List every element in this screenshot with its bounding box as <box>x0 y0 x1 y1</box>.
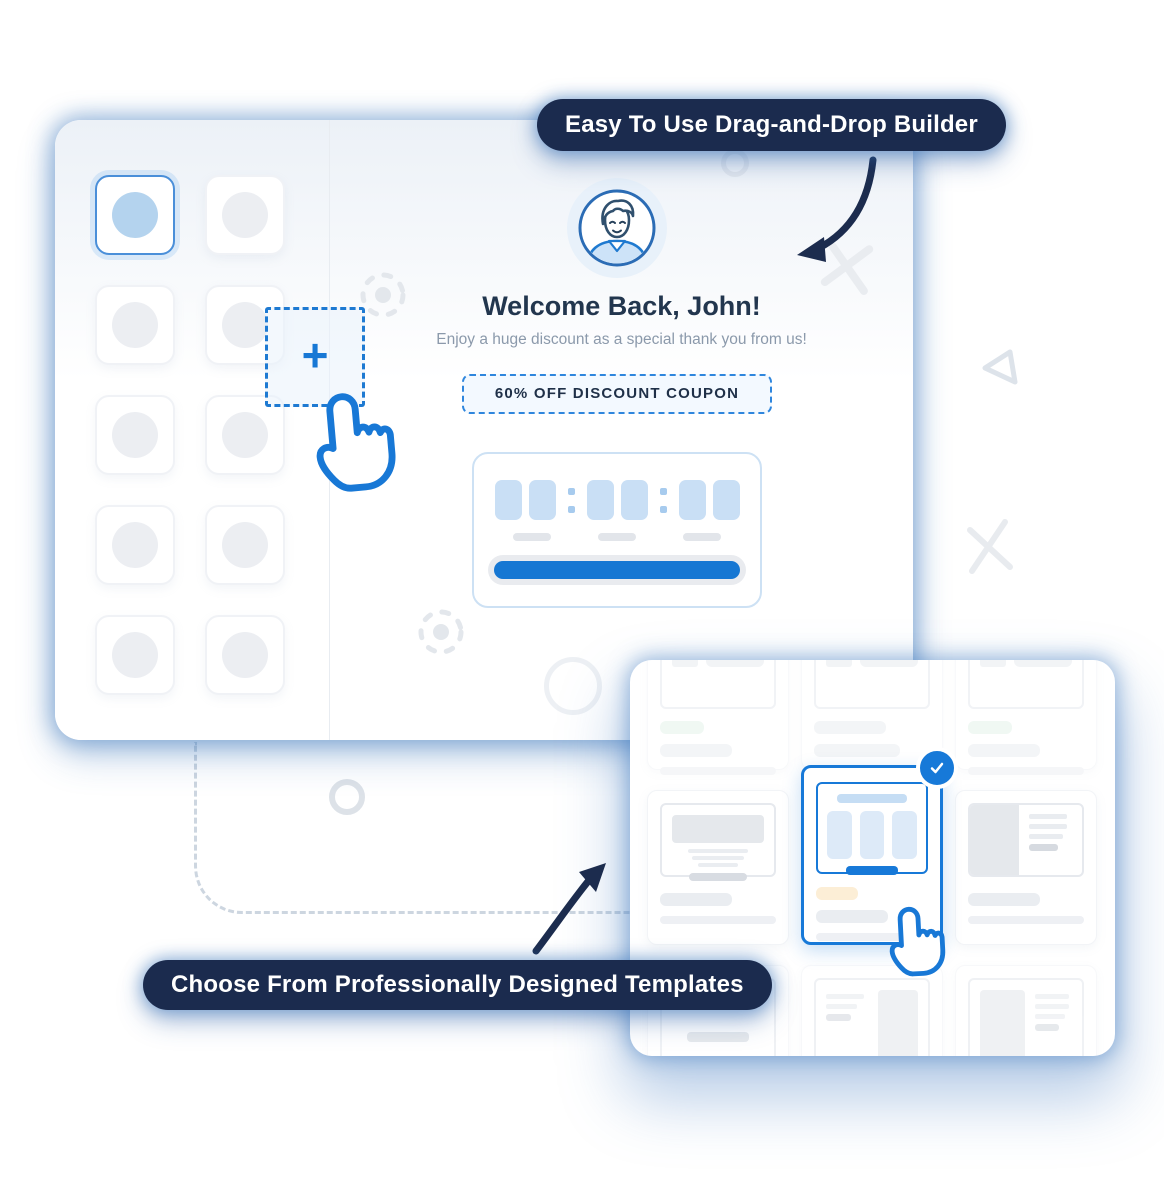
digit-box <box>528 480 556 520</box>
countdown-widget <box>472 452 762 608</box>
sunburst-decoration-icon <box>418 609 464 655</box>
circle-decoration <box>329 779 365 815</box>
builder-window <box>55 120 913 740</box>
layout-thumbnail-active[interactable] <box>95 175 175 255</box>
x-decoration-icon <box>820 242 874 295</box>
callout-builder: Easy To Use Drag-and-Drop Builder <box>537 99 1006 151</box>
welcome-name: John <box>687 291 752 321</box>
digit-box <box>620 480 648 520</box>
add-block-dropzone[interactable]: + <box>265 307 365 407</box>
arrow-up-right-icon <box>532 863 606 955</box>
progress-bar <box>494 561 740 579</box>
circle-decoration <box>544 657 602 715</box>
welcome-heading: Welcome Back, John! <box>330 291 913 322</box>
template-card[interactable] <box>955 660 1097 775</box>
thumbnail-dot <box>112 302 158 348</box>
avatar-person-icon <box>577 188 657 268</box>
callout-templates: Choose From Professionally Designed Temp… <box>143 960 772 1010</box>
template-card[interactable] <box>647 790 789 945</box>
template-card[interactable] <box>647 660 789 775</box>
progress-track <box>488 555 746 585</box>
digit-box <box>494 480 522 520</box>
builder-sidebar <box>55 120 330 740</box>
triangle-decoration-icon <box>982 349 1018 385</box>
countdown-digits <box>474 480 760 520</box>
thumbnail-dot <box>222 302 268 348</box>
welcome-suffix: ! <box>751 291 761 321</box>
plus-icon: + <box>301 328 329 381</box>
layout-thumbnail-grid <box>55 120 329 695</box>
check-icon <box>930 762 944 774</box>
layout-thumbnail[interactable] <box>95 395 175 475</box>
welcome-subtitle: Enjoy a huge discount as a special thank… <box>436 331 807 348</box>
digit-box <box>712 480 740 520</box>
template-card[interactable] <box>801 965 943 1056</box>
layout-thumbnail[interactable] <box>95 505 175 585</box>
arrow-down-left-icon <box>797 156 877 262</box>
thumbnail-dot <box>222 412 268 458</box>
thumbnail-dot <box>112 412 158 458</box>
cursor-hand-icon <box>882 899 948 980</box>
x-decoration-icon <box>967 519 1013 574</box>
circle-decoration <box>721 149 749 177</box>
thumbnail-dot <box>222 192 268 238</box>
template-card[interactable] <box>955 790 1097 945</box>
welcome-prefix: Welcome Back, <box>482 291 688 321</box>
colon-separator <box>567 487 575 513</box>
thumbnail-dot <box>222 632 268 678</box>
selected-check-badge <box>916 747 958 789</box>
template-card[interactable] <box>955 965 1097 1056</box>
thumbnail-dot <box>222 522 268 568</box>
avatar <box>567 178 667 278</box>
layout-thumbnail[interactable] <box>205 395 285 475</box>
thumbnail-dot <box>112 632 158 678</box>
countdown-unit-labels <box>474 533 760 541</box>
sunburst-decoration-icon <box>360 272 406 318</box>
thumbnail-dot <box>112 522 158 568</box>
template-card[interactable] <box>801 660 943 775</box>
digit-box <box>586 480 614 520</box>
coupon-button[interactable]: 60% OFF DISCOUNT COUPON <box>462 374 772 414</box>
layout-thumbnail[interactable] <box>205 175 285 255</box>
dashed-connector-line <box>194 742 646 914</box>
layout-thumbnail[interactable] <box>95 615 175 695</box>
layout-thumbnail[interactable] <box>205 505 285 585</box>
colon-separator <box>659 487 667 513</box>
layout-thumbnail[interactable] <box>95 285 175 365</box>
thumbnail-dot <box>112 192 158 238</box>
digit-box <box>678 480 706 520</box>
cursor-hand-icon <box>303 382 400 497</box>
layout-thumbnail[interactable] <box>205 615 285 695</box>
templates-grid <box>647 660 1098 1056</box>
